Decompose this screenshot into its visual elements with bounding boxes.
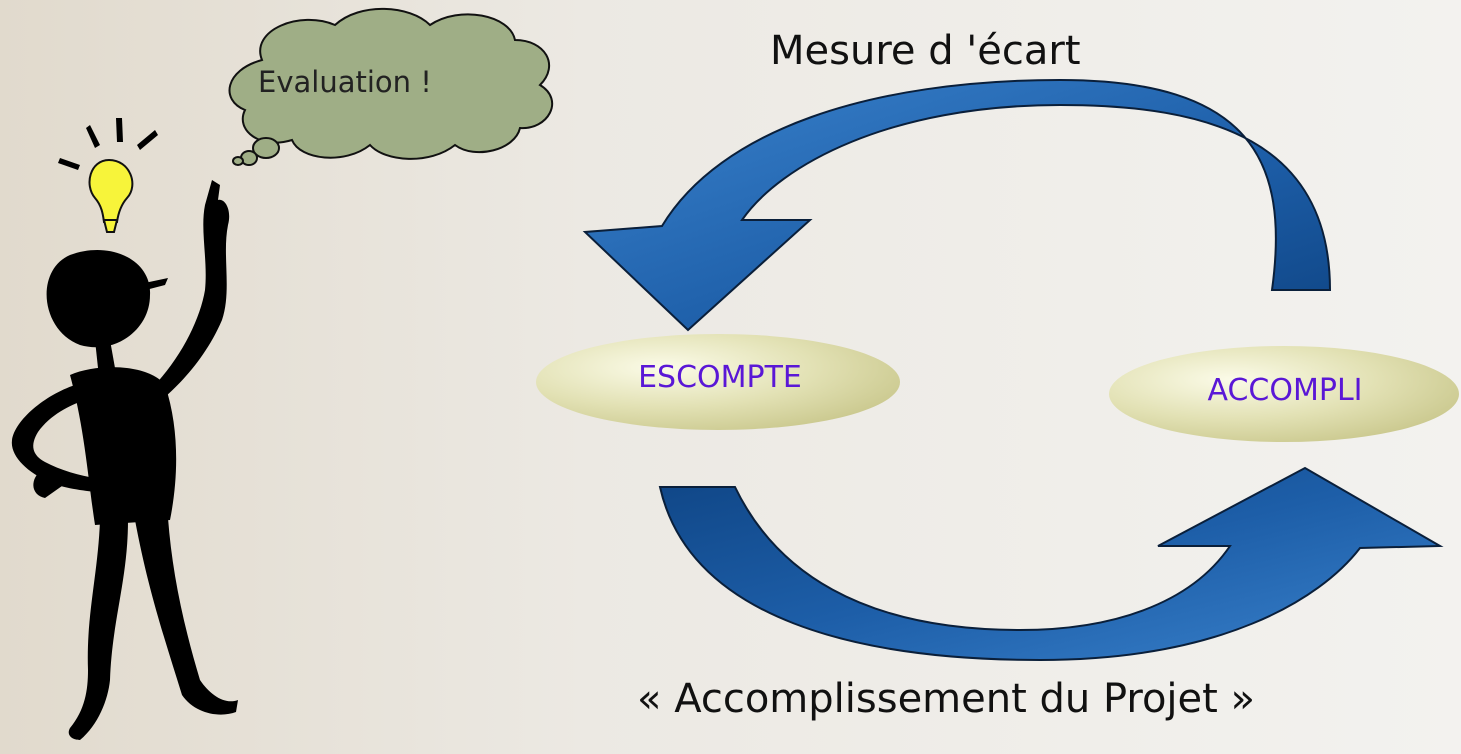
- thinking-figure-silhouette: [11, 180, 238, 740]
- thought-bubble-text: Evaluation !: [258, 65, 432, 99]
- accompli-label: ACCOMPLI: [1207, 373, 1363, 408]
- lightbulb-icon: [58, 118, 158, 233]
- escompte-label: ESCOMPTE: [638, 360, 802, 395]
- accompli-ellipse: [1109, 346, 1459, 442]
- thought-bubble: [228, 7, 553, 166]
- thought-dot-small: [232, 156, 244, 166]
- top-curved-arrow: [582, 78, 1332, 332]
- escompte-ellipse: [536, 334, 900, 430]
- bottom-curved-arrow: [658, 466, 1444, 662]
- thought-dot-large: [252, 137, 280, 159]
- bottom-caption: « Accomplissement du Projet »: [637, 676, 1256, 722]
- top-label: Mesure d 'écart: [770, 28, 1081, 74]
